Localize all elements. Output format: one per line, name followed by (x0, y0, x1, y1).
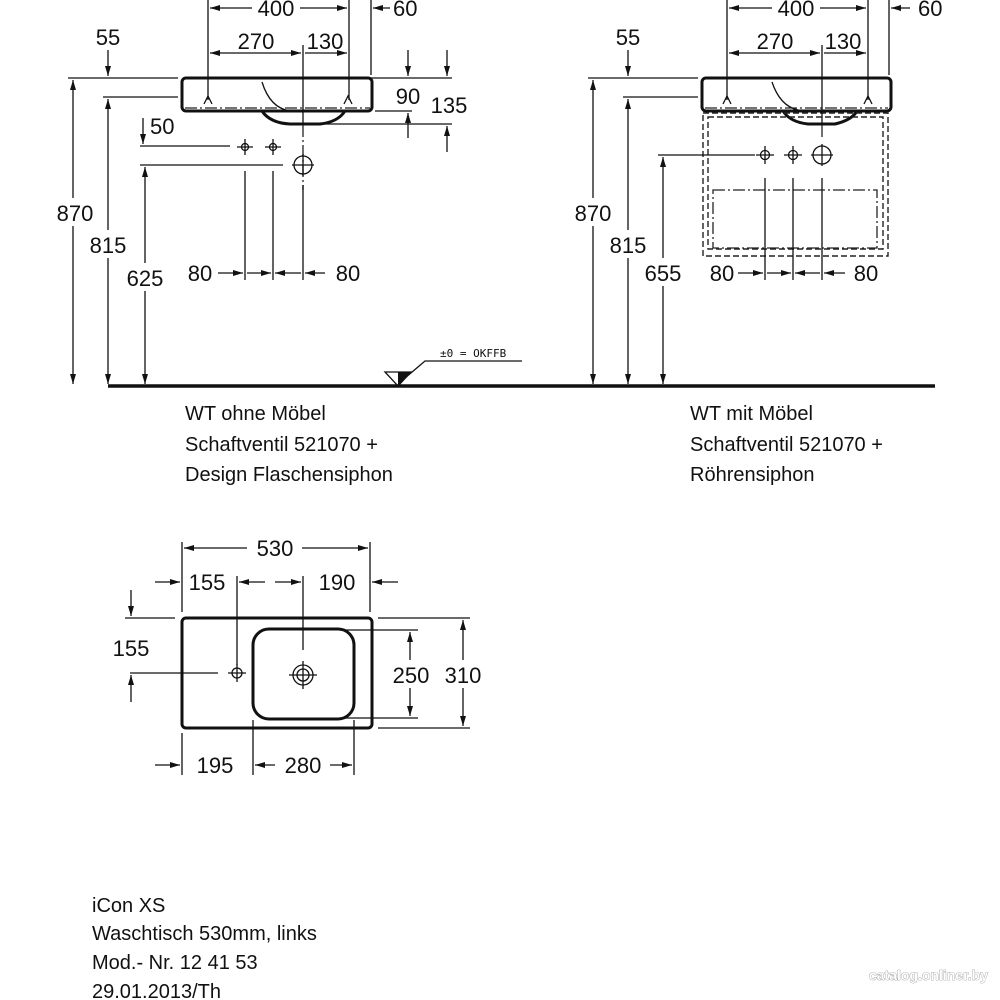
drawing-date: 29.01.2013/Th (92, 981, 221, 1000)
dim-80-right: 80 (854, 261, 878, 286)
valve-icon (756, 146, 774, 164)
dim-80-right: 80 (336, 261, 360, 286)
drain-icon (811, 144, 833, 166)
product-name: iCon XS (92, 895, 165, 917)
dim-155-vertical: 155 (113, 636, 150, 661)
caption-line: Schaftventil 521070 + (185, 434, 378, 456)
caption-line: WT ohne Möbel (185, 403, 326, 425)
dim-815: 815 (90, 233, 127, 258)
dim-60: 60 (918, 0, 942, 21)
dim-310: 310 (445, 663, 482, 688)
left-elevation-view: 400 60 270 130 55 870 815 625 50 (55, 0, 467, 486)
dim-625: 625 (127, 266, 164, 291)
drawer-outline (712, 189, 878, 249)
drain-icon (289, 661, 317, 689)
valve-icon (265, 139, 281, 155)
dim-270: 270 (757, 29, 794, 54)
dim-50: 50 (150, 114, 174, 139)
caption-line: Schaftventil 521070 + (690, 434, 883, 456)
dim-655: 655 (645, 261, 682, 286)
valve-icon (237, 139, 253, 155)
valve-icon (784, 146, 802, 164)
dim-90: 90 (396, 84, 420, 109)
dim-130: 130 (825, 29, 862, 54)
drain-icon (292, 154, 314, 176)
dim-280: 280 (285, 753, 322, 778)
dim-400: 400 (778, 0, 815, 21)
dim-55: 55 (616, 25, 640, 50)
dim-530: 530 (257, 536, 294, 561)
floor-level-label: ±0 = OKFFB (440, 347, 507, 360)
dim-870: 870 (575, 201, 612, 226)
dim-190: 190 (319, 570, 356, 595)
dim-80-left: 80 (710, 261, 734, 286)
title-block: iCon XS Waschtisch 530mm, links Mod.- Nr… (92, 895, 317, 1000)
dim-60: 60 (393, 0, 417, 21)
caption-line: WT mit Möbel (690, 403, 813, 425)
dim-55: 55 (96, 25, 120, 50)
plan-view: 530 155 190 155 250 310 195 280 (113, 536, 482, 778)
watermark: catalog.onliner.by (869, 967, 988, 983)
dim-870: 870 (57, 201, 94, 226)
model-number: Mod.- Nr. 12 41 53 (92, 952, 258, 974)
dim-400: 400 (258, 0, 295, 21)
dim-130: 130 (307, 29, 344, 54)
dim-815: 815 (610, 233, 647, 258)
caption-line: Design Flaschensiphon (185, 464, 393, 486)
right-elevation-view: 400 60 270 130 55 870 815 655 80 80 WT m… (572, 0, 942, 486)
dim-80-left: 80 (188, 261, 212, 286)
dim-270: 270 (238, 29, 275, 54)
product-description: Waschtisch 530mm, links (92, 923, 317, 945)
dim-155-horizontal: 155 (189, 570, 226, 595)
floor-level-symbol: ±0 = OKFFB (383, 347, 522, 387)
cabinet-outline (702, 112, 889, 257)
dim-195: 195 (197, 753, 234, 778)
dim-250: 250 (393, 663, 430, 688)
caption-line: Röhrensiphon (690, 464, 815, 486)
tap-hole-icon (228, 664, 246, 682)
dim-135: 135 (431, 93, 468, 118)
